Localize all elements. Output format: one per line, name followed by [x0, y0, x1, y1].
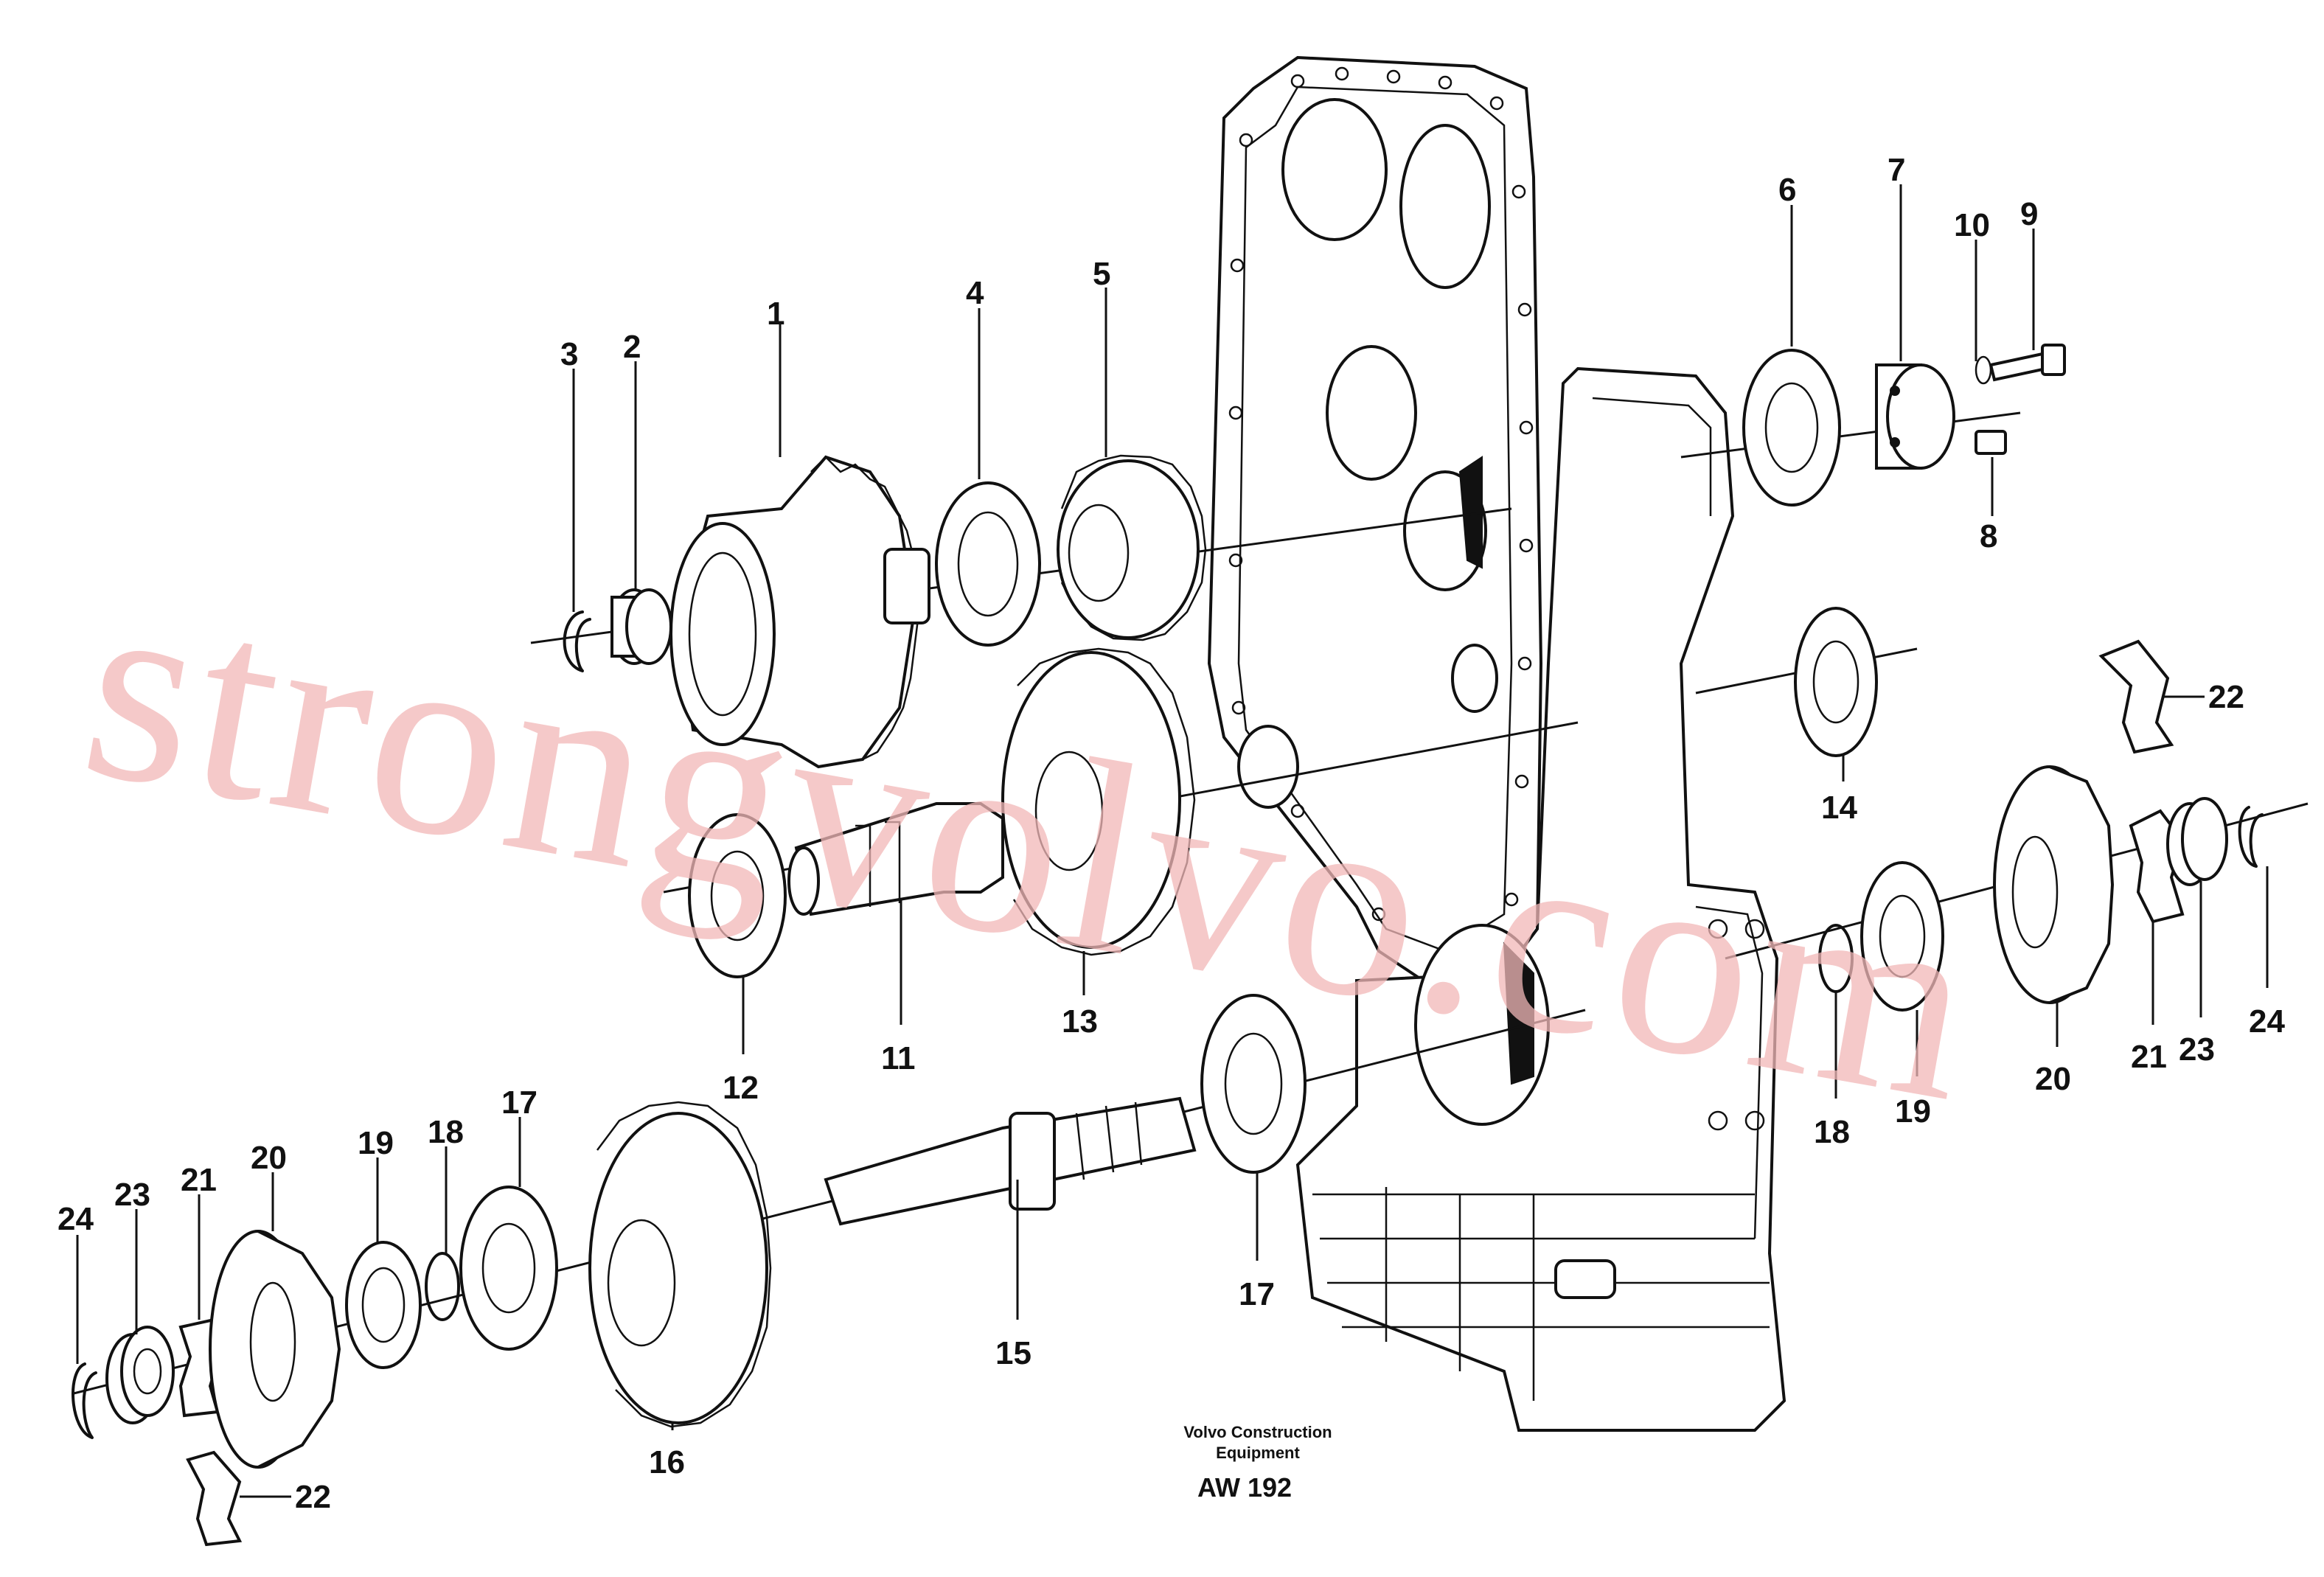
callout-19-left: 19 [358, 1125, 394, 1161]
callout-7: 7 [1888, 152, 1905, 188]
gearbox-housing [1207, 55, 1787, 1432]
callout-6: 6 [1778, 172, 1796, 208]
callout-16: 16 [649, 1444, 685, 1480]
caption-code: AW 192 [1197, 1472, 1292, 1503]
callout-14: 14 [1821, 790, 1857, 826]
callout-4: 4 [966, 275, 984, 311]
callout-8: 8 [1980, 518, 1997, 554]
callout-18-right: 18 [1814, 1114, 1850, 1150]
callout-22-bottom: 22 [295, 1479, 331, 1515]
callout-18-left: 18 [428, 1114, 464, 1150]
callout-9: 9 [2020, 196, 2038, 232]
callout-5: 5 [1093, 256, 1110, 292]
watermark: strongvolvo.com [66, 531, 1997, 1160]
callout-20-left: 20 [251, 1140, 287, 1176]
callout-1: 1 [767, 296, 784, 332]
callout-21-left: 21 [181, 1162, 217, 1198]
callout-13: 13 [1062, 1003, 1098, 1040]
callout-24-left: 24 [58, 1201, 94, 1237]
callout-17-left: 17 [501, 1085, 537, 1121]
callout-23-right: 23 [2179, 1031, 2215, 1068]
middle-shaft-parts [688, 344, 2066, 978]
callout-3: 3 [560, 336, 578, 372]
lower-shaft-parts [72, 639, 2264, 1547]
callout-12: 12 [723, 1070, 759, 1106]
flange-bolt-holes [1228, 66, 1534, 969]
diagram-caption: Volvo Construction Equipment AW 192 [1183, 1423, 1332, 1503]
callout-11: 11 [881, 1040, 916, 1076]
caption-company: Volvo Construction [1183, 1423, 1332, 1441]
upper-shaft-parts [563, 454, 1207, 769]
callout-20-right: 20 [2035, 1061, 2071, 1097]
callout-15: 15 [995, 1335, 1031, 1371]
caption-equipment: Equipment [1216, 1444, 1300, 1462]
callout-2: 2 [623, 329, 641, 365]
callout-22-top: 22 [2208, 679, 2244, 715]
callout-23-left: 23 [114, 1177, 150, 1213]
callout-19-right: 19 [1895, 1093, 1931, 1129]
callout-21-right: 21 [2131, 1039, 2167, 1075]
callout-24-right: 24 [2249, 1003, 2285, 1040]
callout-17-right: 17 [1239, 1276, 1275, 1312]
callouts: 1 2 3 4 5 6 7 8 9 10 11 12 13 14 15 16 1… [58, 152, 2285, 1515]
callout-10: 10 [1954, 207, 1990, 243]
